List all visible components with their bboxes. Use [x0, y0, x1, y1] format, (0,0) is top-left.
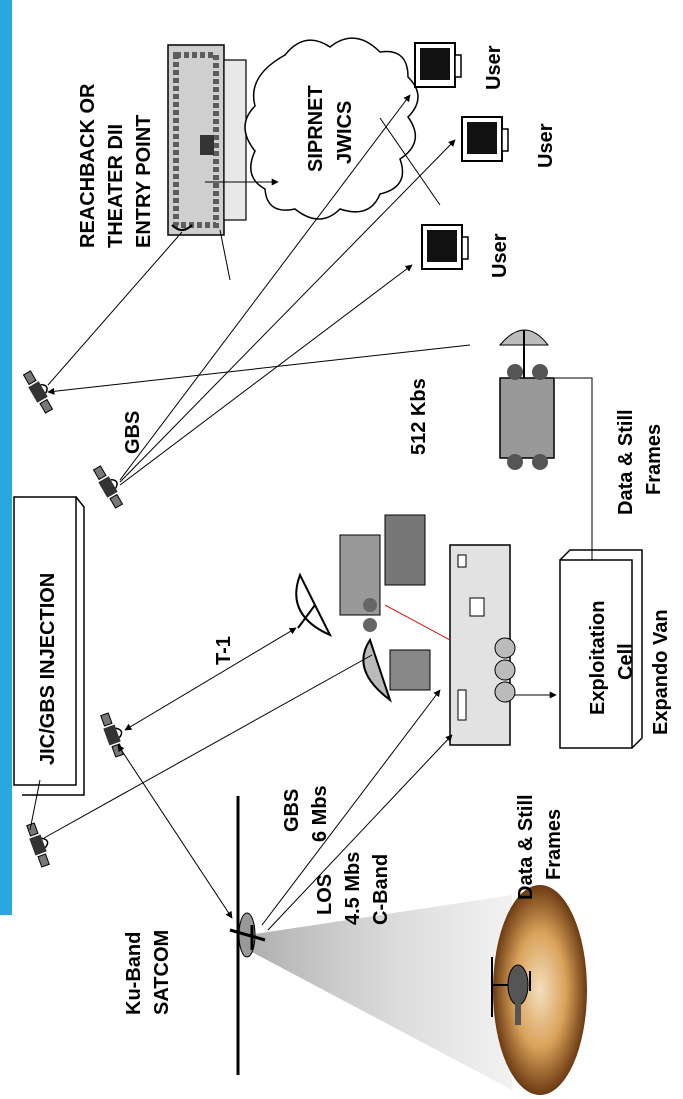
los-label-3: C-Band [370, 854, 392, 925]
rate-512-label: 512 Kbs [408, 378, 430, 455]
user-label-bot: User [489, 233, 511, 278]
drone-coverage [248, 885, 587, 1095]
building-icon [167, 44, 247, 236]
truck-icon [498, 329, 555, 470]
monitor-icon [421, 224, 469, 270]
exploitation-cell-box [559, 549, 643, 749]
expando-label: Expando Van [650, 609, 672, 735]
exploitation-label-1: Exploitation [587, 601, 609, 715]
satellite-icon [21, 367, 59, 415]
satellite-icon [24, 820, 56, 869]
cloud-label-2: JWICS [334, 101, 356, 164]
data-frames-top-2: Frames [643, 424, 665, 495]
monitor-icon [414, 42, 462, 88]
dish-icon [362, 637, 431, 703]
injection-label: JIC/GBS INJECTION [37, 573, 59, 765]
gbs-6mbs-label-1: GBS [281, 789, 303, 832]
data-frames-bottom-1: Data & Still [515, 794, 537, 900]
data-frames-bottom-2: Frames [543, 809, 565, 880]
injection-box [13, 496, 85, 796]
gbs-6mbs-label-2: 6 Mbs [309, 785, 331, 842]
accent-stripe [0, 0, 12, 915]
data-frames-top-1: Data & Still [615, 409, 637, 515]
truck-icon [339, 514, 426, 632]
reachback-label-1: REACHBACK OR [77, 83, 99, 248]
ku-label-1: Ku-Band [123, 932, 145, 1015]
ku-label-2: SATCOM [151, 930, 173, 1015]
satellite-icon [98, 710, 130, 759]
los-label-2: 4.5 Mbs [342, 852, 364, 925]
drone-icon [229, 796, 266, 1075]
reachback-label-2: THEATER DII [105, 124, 127, 248]
link-lines [29, 94, 593, 931]
t1-label: T-1 [213, 636, 235, 665]
user-label-mid: User [535, 123, 557, 168]
gbs-top-label: GBS [122, 411, 144, 454]
reachback-label-3: ENTRY POINT [133, 115, 155, 248]
dish-icon [295, 572, 333, 638]
user-label-top: User [483, 45, 505, 90]
van-icon [384, 544, 516, 746]
monitor-icon [461, 116, 509, 162]
helicopter-icon [491, 957, 531, 1025]
cloud-label-1: SIPRNET [305, 85, 327, 172]
cloud-icon [244, 37, 419, 220]
exploitation-label-2: Cell [615, 643, 637, 680]
satellite-icon [91, 462, 129, 510]
los-label-1: LOS [314, 874, 336, 915]
